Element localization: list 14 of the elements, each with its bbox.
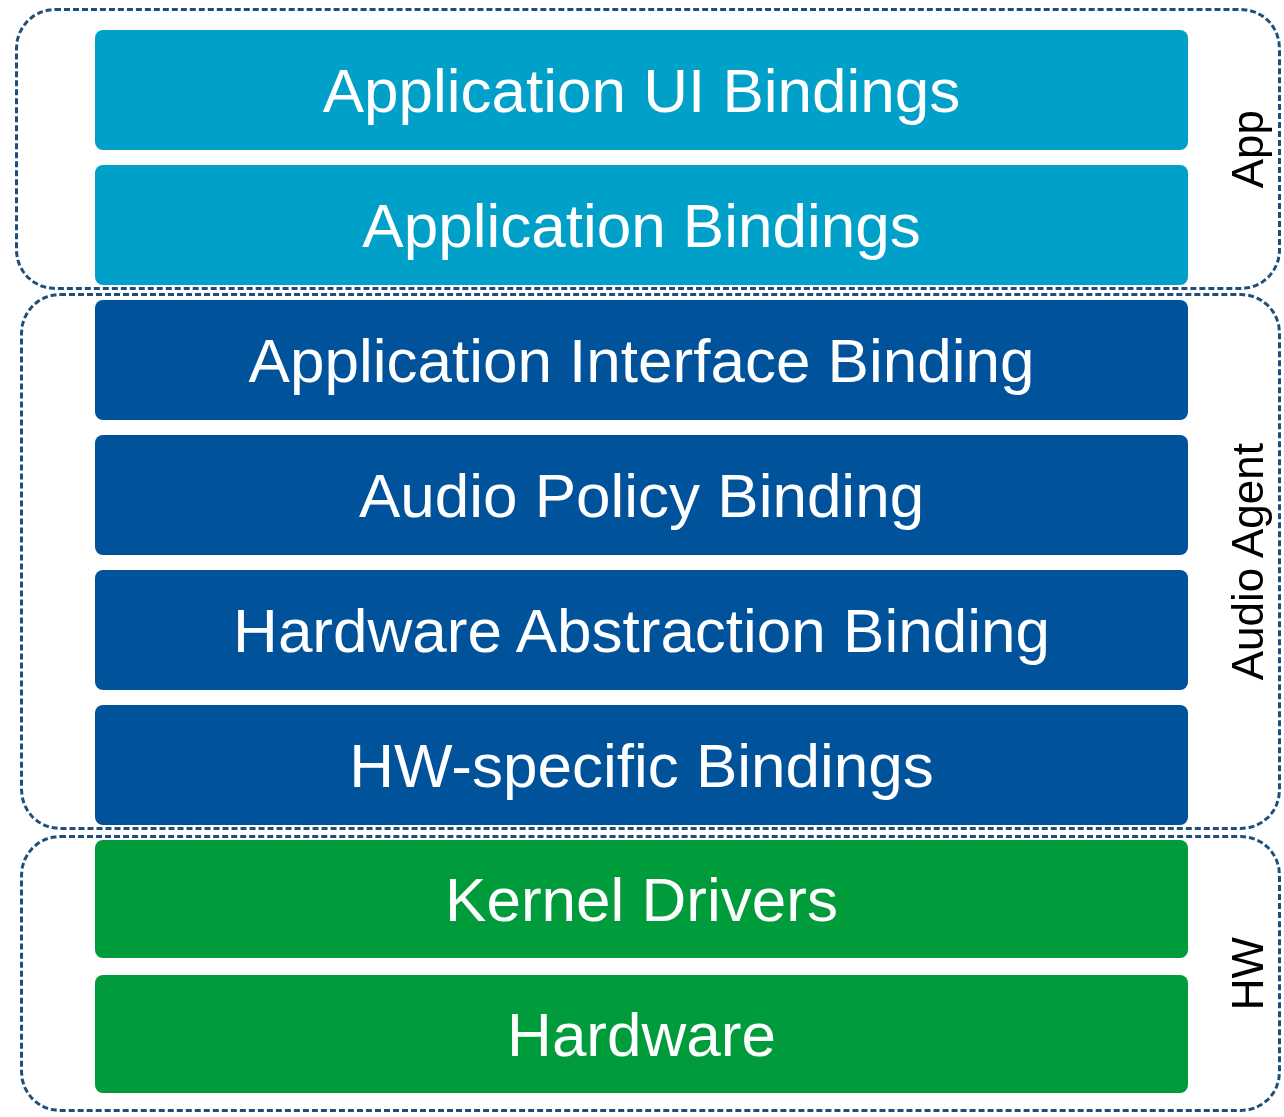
group-label: Audio Agent — [1223, 443, 1273, 681]
layer-box: Hardware — [95, 975, 1188, 1093]
group-outline — [15, 8, 1281, 290]
layer-box: Application Bindings — [95, 165, 1188, 285]
layer-box: Kernel Drivers — [95, 840, 1188, 958]
group-label: App — [1223, 110, 1273, 189]
layer-box: Application UI Bindings — [95, 30, 1188, 150]
group-label: HW — [1223, 937, 1273, 1011]
layer-box: Hardware Abstraction Binding — [95, 570, 1188, 690]
layer-box: Application Interface Binding — [95, 300, 1188, 420]
group-outline — [20, 293, 1281, 830]
layer-box: Audio Policy Binding — [95, 435, 1188, 555]
layer-box: HW-specific Bindings — [95, 705, 1188, 825]
group-outline — [20, 835, 1281, 1112]
